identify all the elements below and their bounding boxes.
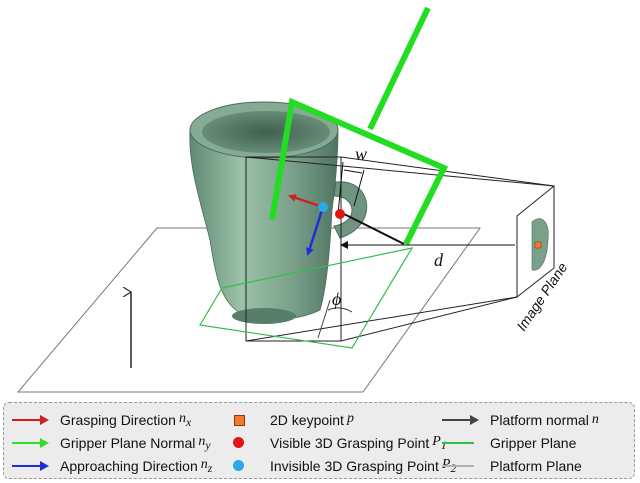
legend-label: Gripper Plane (490, 435, 577, 451)
legend-sub: y (205, 438, 211, 452)
legend-math: P (432, 434, 441, 450)
keypoint-2d-marker (534, 241, 542, 249)
visible-grasp-point (335, 209, 345, 219)
legend-item-visible-grasp-point: Visible 3D Grasping Point P1 (220, 434, 447, 452)
legend-math: n (591, 412, 599, 427)
legend-label: Platform Plane (490, 458, 582, 474)
approaching-direction-arrow (306, 206, 325, 256)
legend-item-platform-normal: Platform normal n (440, 411, 599, 429)
phi-angle-reference (317, 299, 331, 339)
legend-label: Grasping Direction (60, 412, 176, 428)
legend-math: n (198, 434, 206, 450)
legend-label: Gripper Plane Normal (60, 435, 196, 451)
legend-sub: x (185, 415, 192, 429)
invisible-grasp-point (318, 202, 328, 212)
orange-square-icon (220, 411, 260, 429)
legend-item-2d-keypoint: 2D keypoint p (220, 411, 354, 429)
legend: Grasping Direction nx Gripper Plane Norm… (3, 402, 635, 479)
blue-arrow-icon (10, 457, 50, 475)
legend-math: n (178, 411, 186, 427)
green-line-icon (440, 434, 480, 452)
gripper (269, 6, 449, 246)
gray-line-icon (440, 457, 480, 475)
legend-item-gripper-plane-normal: Gripper Plane Normal ny (10, 434, 211, 452)
legend-math: n (200, 457, 208, 473)
red-dot-icon (220, 434, 260, 452)
legend-item-invisible-grasp-point: Invisible 3D Grasping Point P2 (220, 457, 456, 475)
legend-math: P (441, 457, 451, 473)
legend-math: p (346, 411, 354, 427)
legend-label: 2D keypoint (270, 412, 344, 428)
legend-item-grasping-direction: Grasping Direction nx (10, 411, 191, 429)
camera-frustum (245, 156, 555, 342)
width-label: w (355, 144, 367, 164)
grasp-diagram: Image Plane w d ϕ (16, 6, 571, 393)
black-arrow-icon (440, 411, 480, 429)
legend-sub: 1 (440, 438, 447, 452)
legend-label: Invisible 3D Grasping Point (270, 458, 439, 474)
blue-dot-icon (220, 457, 260, 475)
green-arrow-icon (10, 434, 50, 452)
legend-item-platform-plane: Platform Plane (440, 457, 582, 475)
legend-label: Platform normal (490, 412, 589, 428)
phi-angle-arc (327, 307, 353, 313)
legend-label: Approaching Direction (60, 458, 198, 474)
legend-sub: 2 (450, 461, 457, 475)
legend-label: Visible 3D Grasping Point (270, 435, 430, 451)
phi-label: ϕ (332, 289, 341, 309)
legend-sub: z (207, 461, 213, 475)
width-dimension (337, 161, 365, 215)
red-arrow-icon (10, 411, 50, 429)
distance-label: d (434, 250, 444, 270)
legend-item-approaching-direction: Approaching Direction nz (10, 457, 212, 475)
legend-item-gripper-plane: Gripper Plane (440, 434, 576, 452)
gripper-tip-line (341, 212, 405, 245)
gripper-plane (199, 247, 414, 349)
image-plane-label: Image Plane (513, 259, 570, 333)
grasping-direction-arrow (288, 194, 324, 209)
